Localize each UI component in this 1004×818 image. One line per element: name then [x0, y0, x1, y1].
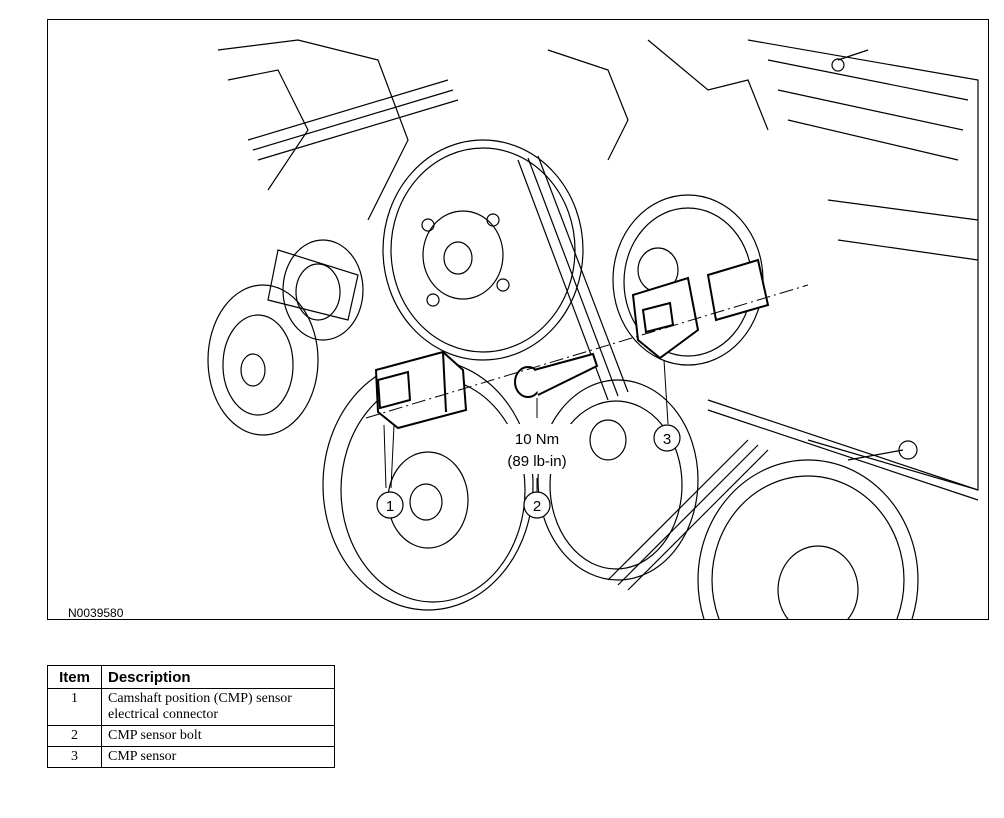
legend-header-row: Item Description: [47, 665, 335, 689]
cmp-connector-drawing: [374, 350, 468, 430]
table-row: 3 CMP sensor: [47, 746, 335, 768]
callout-circle-1: [376, 491, 404, 519]
cmp-bolt-drawing: [514, 352, 599, 398]
engine-illustration: 1 2 3 10 Nm (89 lb-in): [207, 39, 979, 619]
callout-number-1: 1: [386, 498, 394, 515]
legend-table: Item Description 1 Camshaft position (CM…: [47, 665, 335, 768]
legend-item-description: Camshaft position (CMP) sensor electrica…: [101, 688, 335, 726]
callout-number-2: 2: [533, 498, 541, 515]
torque-spec-lbin: (89 lb-in): [507, 453, 566, 470]
alignment-line: [365, 284, 809, 419]
engine-linework: [207, 39, 979, 619]
callout-circle-3: [653, 424, 681, 452]
legend-header-item: Item: [47, 665, 102, 689]
legend-header-description: Description: [101, 665, 335, 689]
legend-item-description: CMP sensor: [101, 746, 335, 768]
torque-spec-nm: 10 Nm: [515, 431, 559, 448]
legend-item-number: 1: [47, 688, 102, 726]
leader-lines: [383, 359, 669, 493]
callout-circles: [376, 424, 681, 519]
callout-circle-2: [523, 491, 551, 519]
table-row: 1 Camshaft position (CMP) sensor electri…: [47, 688, 335, 726]
callout-number-3: 3: [663, 431, 671, 448]
legend-item-description: CMP sensor bolt: [101, 725, 335, 747]
legend-item-number: 3: [47, 746, 102, 768]
cmp-sensor-drawing: [631, 258, 770, 360]
illustration-frame: 1 2 3 10 Nm (89 lb-in) N0039580: [47, 19, 989, 620]
legend-item-number: 2: [47, 725, 102, 747]
table-row: 2 CMP sensor bolt: [47, 725, 335, 747]
figure-id-label: N0039580: [68, 606, 124, 620]
